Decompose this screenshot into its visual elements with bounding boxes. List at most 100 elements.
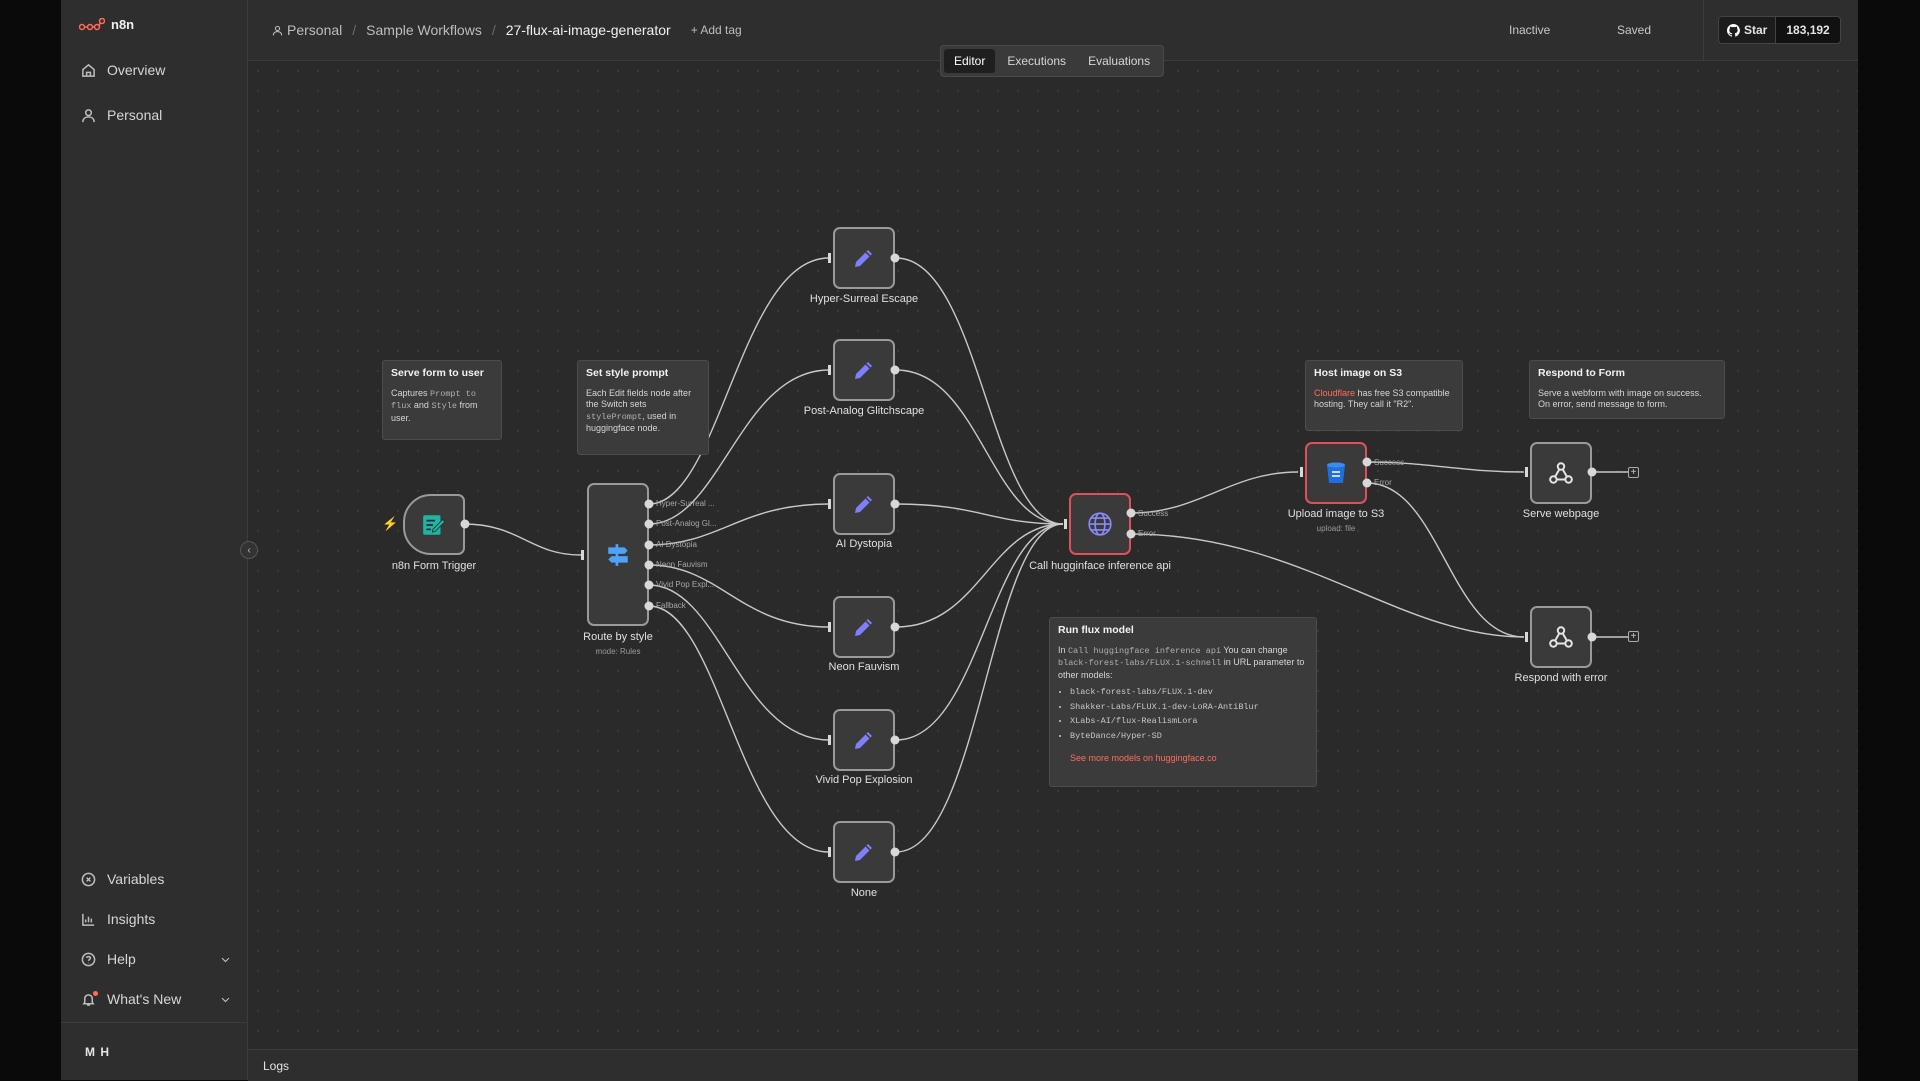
pencil-icon: [855, 362, 872, 379]
user-avatar[interactable]: M H: [85, 1045, 110, 1059]
node-none[interactable]: [833, 821, 895, 883]
chevron-down-icon: [221, 997, 230, 1002]
bell-icon: [82, 993, 95, 1006]
webhook-icon: [1549, 462, 1573, 484]
n8n-logo[interactable]: n8n: [79, 17, 134, 32]
note-title: Run flux model: [1058, 624, 1134, 636]
nav-help[interactable]: Help: [81, 951, 231, 967]
note-title: Set style prompt: [586, 367, 669, 379]
node-sublabel: upload: file: [1316, 524, 1356, 533]
note-text: Captures: [391, 387, 431, 398]
breadcrumb: Personal / Sample Workflows / 27-flux-ai…: [272, 22, 742, 38]
breadcrumb-separator: /: [352, 22, 357, 38]
nav-whats-new[interactable]: What's New: [81, 991, 231, 1007]
note-text: Serve a webform with image on success. O…: [1538, 387, 1702, 410]
logs-label: Logs: [263, 1059, 290, 1073]
view-tabs: Editor Executions Evaluations: [940, 45, 1165, 77]
sticky-note-run-flux[interactable]: Run flux model In Call huggingface infer…: [1049, 617, 1317, 787]
node-label: Respond with error: [1514, 672, 1608, 684]
notification-dot: [93, 991, 98, 996]
note-title: Host image on S3: [1314, 367, 1403, 379]
tab-executions[interactable]: Executions: [1007, 54, 1067, 68]
node-post-analog-glitchscape[interactable]: [833, 339, 895, 401]
save-status: Saved: [1617, 23, 1652, 37]
s3-bucket-icon: [1327, 462, 1345, 483]
nav-overview[interactable]: Overview: [81, 62, 231, 78]
note-text: in URL parameter to other models:: [1058, 657, 1305, 680]
add-node-button[interactable]: +: [1628, 467, 1639, 478]
breadcrumb-project[interactable]: Personal: [287, 22, 343, 38]
note-text: from user.: [391, 400, 478, 423]
divider: [1703, 0, 1704, 60]
node-serve-webpage[interactable]: [1530, 442, 1592, 504]
note-title: Serve form to user: [391, 367, 484, 379]
logs-panel[interactable]: Logs: [248, 1049, 1858, 1081]
node-route-by-style[interactable]: [587, 483, 649, 626]
node-label: Post-Analog Glitchscape: [803, 405, 925, 417]
sticky-note-host-image[interactable]: Host image on S3 Cloudflare has free S3 …: [1305, 360, 1463, 431]
node-respond-with-error[interactable]: [1530, 606, 1592, 668]
sticky-note-serve-form[interactable]: Serve form to user Captures Prompt to fl…: [382, 360, 502, 440]
node-neon-fauvism[interactable]: [833, 596, 895, 658]
github-star-button[interactable]: Star 183,192: [1718, 16, 1841, 44]
node-upload-s3[interactable]: [1305, 442, 1367, 504]
node-label: Hyper-Surreal Escape: [809, 293, 919, 305]
sticky-note-set-style[interactable]: Set style prompt Each Edit fields node a…: [577, 360, 709, 455]
pencil-icon: [855, 732, 872, 749]
add-tag-button[interactable]: + Add tag: [690, 23, 742, 37]
node-call-huggingface[interactable]: [1069, 493, 1131, 555]
node-label: Serve webpage: [1522, 508, 1600, 520]
nav-insights[interactable]: Insights: [81, 911, 231, 927]
pencil-icon: [855, 844, 872, 861]
huggingface-link[interactable]: See more models on huggingface.co: [1070, 753, 1217, 763]
switch-icon: [608, 543, 628, 566]
variables-icon: [81, 872, 96, 886]
note-text: has free S3 compatible hosting. They cal…: [1314, 387, 1450, 410]
node-label: Route by style: [583, 631, 653, 643]
port-label: Fallback: [656, 601, 686, 610]
github-star[interactable]: Star: [1719, 17, 1777, 43]
app-window: n8n Overview Personal Variables Insights…: [61, 0, 1858, 1081]
model-list: black-forest-labs/FLUX.1-dev Shakker-Lab…: [1058, 687, 1308, 742]
node-vivid-pop-explosion[interactable]: [833, 709, 895, 771]
tab-evaluations[interactable]: Evaluations: [1088, 54, 1151, 68]
node-hyper-surreal-escape[interactable]: [833, 227, 895, 289]
cloudflare-link[interactable]: Cloudflare: [1314, 387, 1356, 398]
port-label: Error: [1374, 478, 1392, 487]
note-code: Style: [431, 401, 457, 411]
port-label: Post-Analog Gl...: [656, 519, 717, 528]
port-label: Vivid Pop Expl...: [656, 580, 715, 589]
note-code: black-forest-labs/FLUX.1-schnell: [1058, 658, 1222, 668]
note-code: stylePrompt: [586, 411, 643, 422]
home-icon: [82, 63, 95, 77]
sidebar: n8n Overview Personal Variables Insights…: [61, 0, 248, 1080]
add-node-button[interactable]: +: [1628, 631, 1639, 642]
divider: [61, 1022, 247, 1023]
model-item: Shakker-Labs/FLUX.1-dev-LoRA-AntiBlur: [1070, 702, 1308, 714]
nav-personal[interactable]: Personal: [81, 107, 231, 123]
sticky-note-respond-form[interactable]: Respond to Form Serve a webform with ima…: [1529, 360, 1725, 419]
active-status[interactable]: Inactive: [1509, 23, 1551, 37]
globe-icon: [1088, 512, 1112, 536]
workflow-canvas[interactable]: [248, 61, 1858, 1049]
node-label: Call hugginface inference api: [1029, 560, 1171, 572]
breadcrumb-folder[interactable]: Sample Workflows: [366, 22, 482, 38]
workflow-name[interactable]: 27-flux-ai-image-generator: [505, 22, 671, 38]
tab-editor[interactable]: Editor: [944, 49, 996, 73]
collapse-sidebar-button[interactable]: ‹: [240, 541, 258, 559]
webhook-icon: [1549, 626, 1573, 648]
note-text: and: [411, 400, 432, 410]
node-label: Upload image to S3: [1287, 508, 1385, 520]
port-label: Hyper-Surreal ...: [656, 499, 715, 508]
note-code: Call huggingface inference api: [1068, 645, 1222, 656]
nav-help-label: Help: [107, 951, 136, 967]
node-ai-dystopia[interactable]: [833, 473, 895, 535]
node-form-trigger[interactable]: [403, 494, 465, 555]
nav-variables[interactable]: Variables: [81, 871, 231, 887]
chevron-down-icon: [221, 957, 230, 962]
chart-icon: [82, 913, 95, 926]
node-label: n8n Form Trigger: [391, 560, 477, 572]
model-item: XLabs-AI/flux-RealismLora: [1070, 716, 1308, 728]
port-label: Success: [1374, 458, 1405, 467]
pencil-icon: [855, 250, 872, 267]
